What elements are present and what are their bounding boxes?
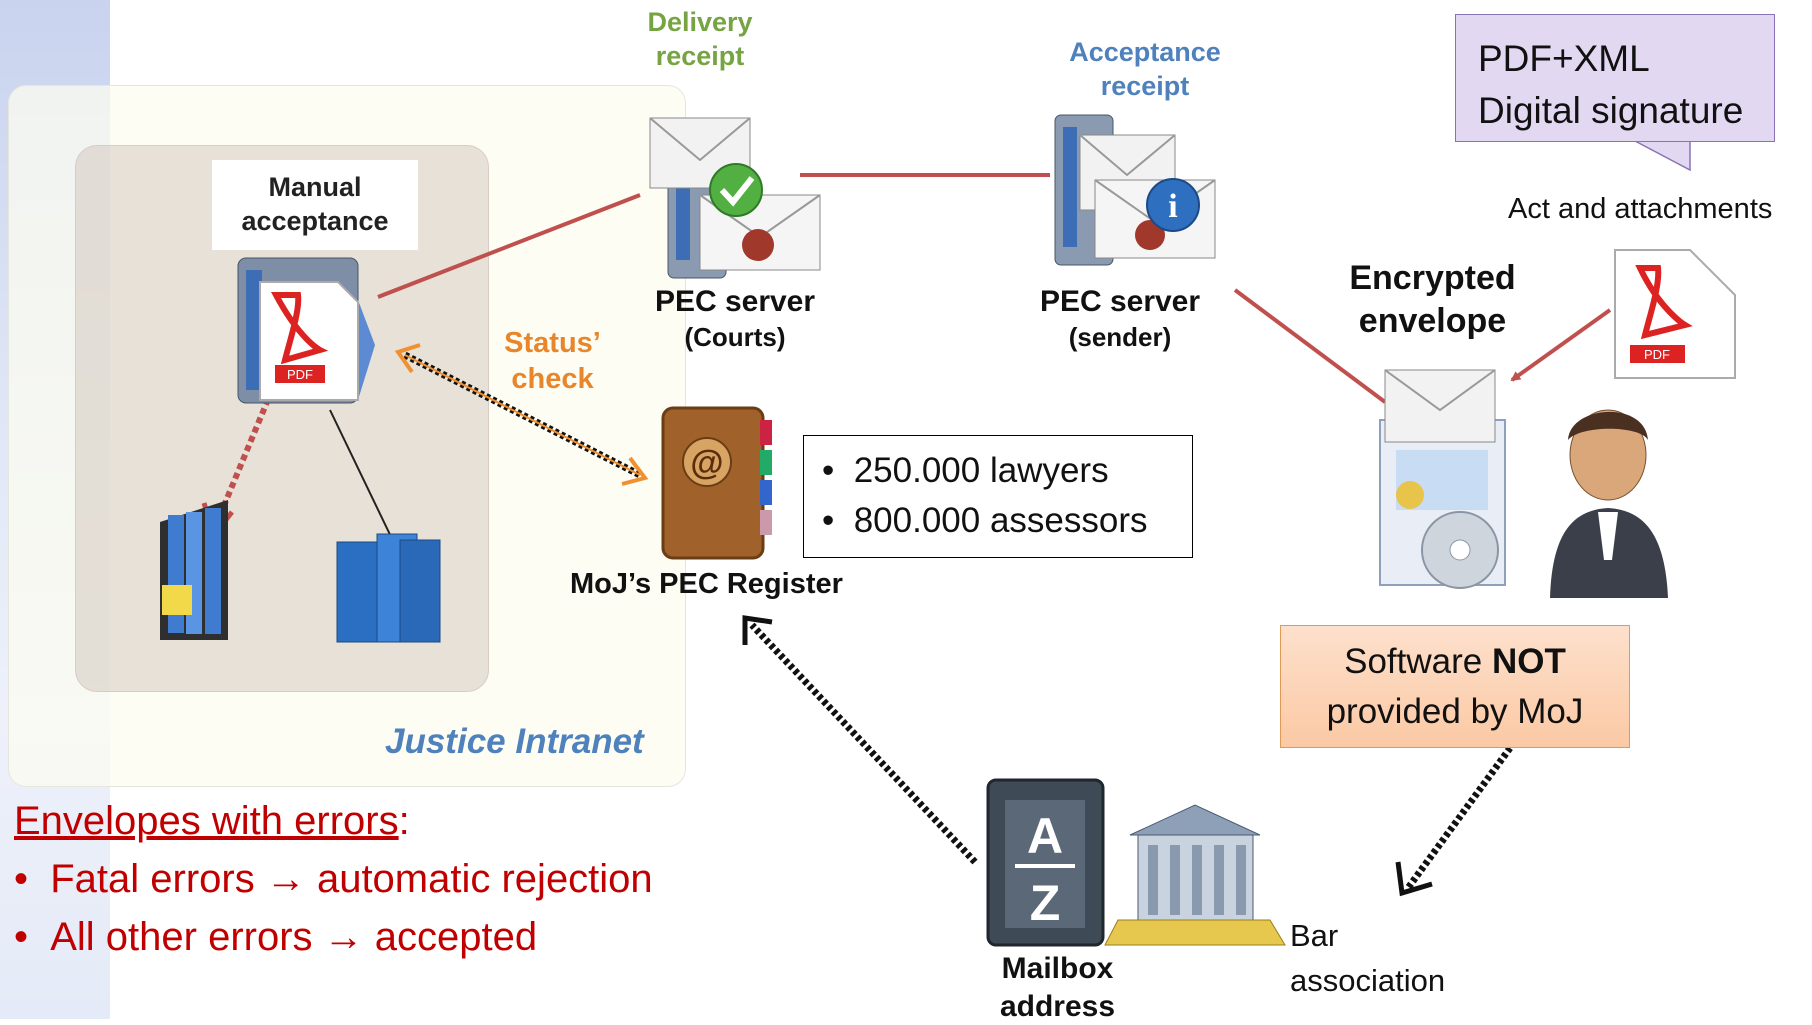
- envelope-icon: [1385, 370, 1495, 442]
- register-stats-box: • 250.000 lawyers • 800.000 assessors: [803, 435, 1193, 558]
- error-other-text: All other errors → accepted: [50, 915, 537, 959]
- pdf-icon: PDF: [260, 282, 358, 400]
- cd-software-icon: [1380, 420, 1505, 588]
- bar-line-2: association: [1290, 958, 1445, 1003]
- acceptance-receipt-label: Acceptance receipt: [1040, 36, 1250, 104]
- bar-association-label: Bar association: [1290, 913, 1445, 1003]
- mailbox-line-1: Mailbox: [975, 950, 1140, 988]
- manual-line-1: Manual: [268, 171, 361, 205]
- errors-colon: :: [399, 799, 410, 843]
- binder-icon: [160, 500, 228, 640]
- pec-register-label: MoJ’s PEC Register: [570, 568, 843, 601]
- pec-server-courts-label: PEC server (Courts): [640, 283, 830, 353]
- manual-line-2: acceptance: [241, 205, 388, 239]
- delivery-line-1: Delivery: [620, 6, 780, 40]
- software-note-box: Software NOT provided by MoJ: [1280, 625, 1630, 748]
- software-not: NOT: [1492, 642, 1566, 681]
- pec-courts-line-2: (Courts): [640, 321, 830, 354]
- error-item-other: • All other errors → accepted: [14, 908, 653, 966]
- justice-intranet-label: Justice Intranet: [385, 722, 644, 762]
- format-callout: PDF+XML Digital signature: [1455, 14, 1775, 142]
- encrypted-envelope-label: Encrypted envelope: [1330, 257, 1535, 342]
- errors-title: Envelopes with errors:: [14, 792, 653, 850]
- stat-lawyers: • 250.000 lawyers: [822, 446, 1192, 496]
- status-line-2: check: [490, 361, 615, 397]
- stat-lawyers-text: 250.000 lawyers: [854, 451, 1109, 490]
- building-icon: [1105, 805, 1285, 945]
- stat-assessors: • 800.000 assessors: [822, 496, 1192, 546]
- az-letter-a: A: [1027, 808, 1063, 864]
- bar-line-1: Bar: [1290, 913, 1445, 958]
- encrypted-line-1: Encrypted: [1330, 257, 1535, 300]
- svg-text:i: i: [1168, 188, 1177, 225]
- pec-sender-line-2: (sender): [1020, 321, 1220, 354]
- books-icon: [337, 534, 440, 642]
- delivery-line-2: receipt: [620, 40, 780, 74]
- act-attachments-label: Act and attachments: [1508, 193, 1772, 226]
- person-icon: [1550, 410, 1668, 598]
- manual-acceptance-label: Manual acceptance: [212, 160, 418, 250]
- az-letter-z: Z: [1030, 875, 1061, 931]
- pec-server-sender-label: PEC server (sender): [1020, 283, 1220, 353]
- pec-courts-line-1: PEC server: [640, 283, 830, 321]
- software-pre: Software: [1344, 642, 1492, 681]
- errors-title-text: Envelopes with errors: [14, 799, 399, 843]
- software-line-2: provided by MoJ: [1327, 687, 1584, 737]
- at-sign: @: [690, 444, 723, 482]
- encrypted-line-2: envelope: [1330, 300, 1535, 343]
- check-icon: [710, 164, 762, 216]
- az-book-icon: A Z: [988, 780, 1103, 945]
- delivery-receipt-label: Delivery receipt: [620, 6, 780, 74]
- address-book-icon: @: [663, 408, 772, 558]
- software-line-1: Software NOT: [1344, 637, 1566, 687]
- error-item-fatal: • Fatal errors → automatic rejection: [14, 850, 653, 908]
- pdf-tag: PDF: [1644, 347, 1670, 362]
- acceptance-line-1: Acceptance: [1040, 36, 1250, 70]
- mailbox-address-label: Mailbox address: [975, 950, 1140, 1025]
- callout-line-1: PDF+XML: [1478, 33, 1774, 85]
- info-icon: i: [1147, 179, 1199, 231]
- callout-line-2: Digital signature: [1478, 85, 1774, 137]
- errors-list: Envelopes with errors: • Fatal errors → …: [14, 792, 653, 966]
- acceptance-line-2: receipt: [1040, 70, 1250, 104]
- mailbox-line-2: address: [975, 988, 1140, 1025]
- status-check-label: Status’ check: [490, 325, 615, 398]
- stat-assessors-text: 800.000 assessors: [854, 501, 1148, 540]
- pec-sender-line-1: PEC server: [1020, 283, 1220, 321]
- pdf-icon: PDF: [1615, 250, 1735, 378]
- error-fatal-text: Fatal errors → automatic rejection: [50, 857, 652, 901]
- pdf-tag: PDF: [287, 367, 313, 382]
- status-line-1: Status’: [490, 325, 615, 361]
